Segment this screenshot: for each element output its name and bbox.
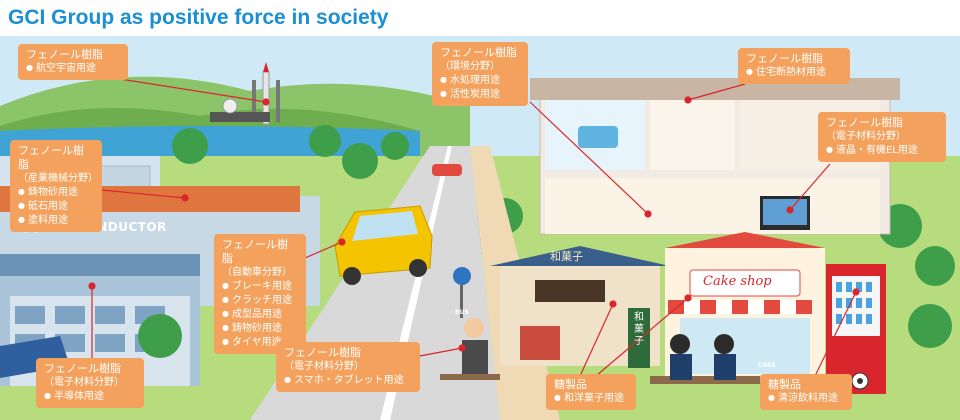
callout-automotive-sub: （自動車分野） <box>222 267 292 278</box>
callout-industrial-item: 砥石用途 <box>18 200 94 214</box>
callout-wagashi-item: 和洋菓子用途 <box>554 392 628 406</box>
callout-automotive-item: 成型品用途 <box>222 308 298 322</box>
callout-semiconductor-title: フェノール樹脂 <box>44 362 121 375</box>
rocket-icon <box>210 62 280 125</box>
wagashi-banner: 和菓子 <box>634 312 644 347</box>
bus-stop-sign: BUS <box>455 309 469 316</box>
callout-environment-sub: （環境分野） <box>440 61 500 72</box>
cake-board-sign: CAKE <box>758 362 776 369</box>
callout-semiconductor-sub: （電子材料分野） <box>44 377 124 388</box>
callout-automotive: フェノール樹脂 （自動車分野） ブレーキ用途 クラッチ用途 成型品用途 鋳物砂用… <box>214 234 306 354</box>
callout-display-item: 液晶・有機EL用途 <box>826 144 938 158</box>
callout-industrial-title: フェノール樹脂 <box>18 144 84 171</box>
callout-display-title: フェノール樹脂 <box>826 116 903 129</box>
callout-smartphone-sub: （電子材料分野） <box>284 361 364 372</box>
page-title: GCI Group as positive force in society <box>8 6 389 29</box>
callout-aerospace-item: 航空宇宙用途 <box>26 62 120 76</box>
callout-smartphone: フェノール樹脂 （電子材料分野） スマホ・タブレット用途 <box>276 342 420 392</box>
callout-automotive-item: 鋳物砂用途 <box>222 322 298 336</box>
callout-aerospace: フェノール樹脂 航空宇宙用途 <box>18 44 128 80</box>
callout-wagashi: 糖製品 和洋菓子用途 <box>546 374 636 410</box>
bus-stop-icon <box>453 267 471 318</box>
soccer-ball-icon <box>851 372 869 390</box>
callout-semiconductor: フェノール樹脂 （電子材料分野） 半導体用途 <box>36 358 144 408</box>
callout-beverage-item: 清涼飲料用途 <box>768 392 844 406</box>
callout-industrial: フェノール樹脂 （産業機械分野） 鋳物砂用途 砥石用途 塗料用途 <box>10 140 102 232</box>
callout-housing: フェノール樹脂 住宅断熱材用途 <box>738 48 850 84</box>
wagashi-roof-sign: 和菓子 <box>550 250 583 263</box>
callout-industrial-item: 鋳物砂用途 <box>18 186 94 200</box>
callout-semiconductor-item: 半導体用途 <box>44 390 136 404</box>
callout-aerospace-title: フェノール樹脂 <box>26 48 103 61</box>
callout-industrial-item: 塗料用途 <box>18 214 94 228</box>
callout-automotive-item: クラッチ用途 <box>222 294 298 308</box>
callout-smartphone-item: スマホ・タブレット用途 <box>284 374 412 388</box>
title-bar: GCI Group as positive force in society <box>0 0 960 36</box>
callout-environment: フェノール樹脂 （環境分野） 水処理用途 活性炭用途 <box>432 42 528 106</box>
cake-shop-sign: Cake shop <box>703 274 772 289</box>
callout-automotive-item: タイヤ用途 <box>222 336 298 350</box>
callout-automotive-title: フェノール樹脂 <box>222 238 288 265</box>
callout-display-sub: （電子材料分野） <box>826 131 906 142</box>
callout-environment-title: フェノール樹脂 <box>440 46 517 59</box>
callout-housing-title: フェノール樹脂 <box>746 52 823 65</box>
callout-automotive-item: ブレーキ用途 <box>222 280 298 294</box>
car-icon <box>334 205 433 285</box>
callout-environment-item: 水処理用途 <box>440 74 520 88</box>
callout-beverage-title: 糖製品 <box>768 378 801 391</box>
callout-display: フェノール樹脂 （電子材料分野） 液晶・有機EL用途 <box>818 112 946 162</box>
illustration-scene: ○○SEMICONDUCTOR 和菓子 和菓子 Cake shop BUS CA… <box>0 36 960 420</box>
callout-industrial-sub: （産業機械分野） <box>18 173 98 184</box>
callout-wagashi-title: 糖製品 <box>554 378 587 391</box>
callout-housing-item: 住宅断熱材用途 <box>746 66 842 80</box>
callout-beverage: 糖製品 清涼飲料用途 <box>760 374 852 410</box>
callout-smartphone-title: フェノール樹脂 <box>284 346 361 359</box>
callout-environment-item: 活性炭用途 <box>440 88 520 102</box>
